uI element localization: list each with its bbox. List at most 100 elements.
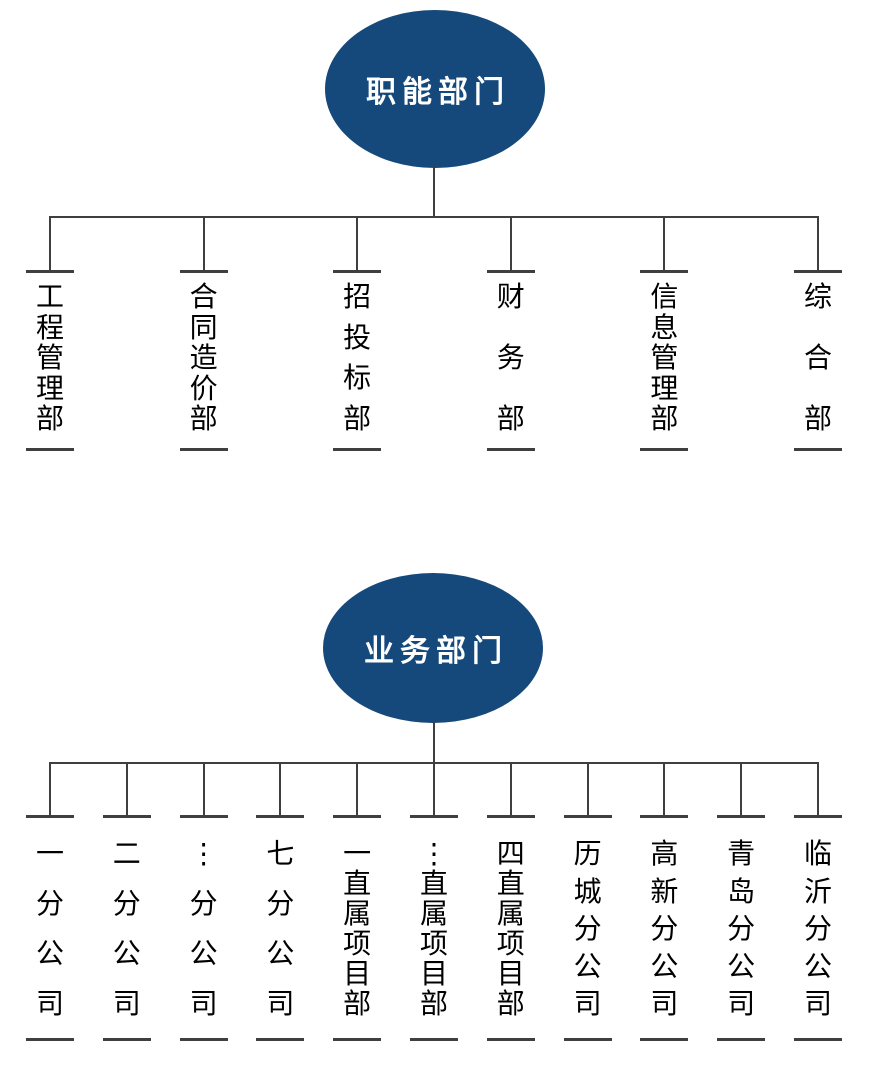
label-char: 司 [266,988,295,1019]
label-char: 理 [35,372,64,404]
bottom-tick [26,1038,74,1041]
label-char: 工 [35,281,64,312]
drop-line [356,216,359,270]
org-label: 二分公司 [113,840,141,1018]
org-label: 信息管理部 [650,283,678,433]
bottom-tick [486,448,535,451]
label-char: 高 [650,838,679,869]
bottom-tick [640,1038,689,1041]
bottom-tick [640,448,689,451]
top-tick [333,815,382,818]
label-char: 青 [727,838,756,869]
root-node-business-title: 业务部门 [364,635,508,668]
label-char: 分 [573,913,602,944]
org-node-branch-7: 七分公司 [256,762,305,1041]
label-char: 属 [343,898,372,929]
label-char: 目 [496,958,525,989]
drop-line [663,216,666,270]
label-char: 公 [803,950,832,982]
label-char: 分 [35,888,64,919]
bottom-tick [563,1038,612,1041]
drop-line [125,762,128,815]
functional-children-row: 工程管理部 合同造价部 招投标部 财务部 [26,216,842,451]
bottom-tick [793,448,842,451]
stem-line-functional [433,166,435,216]
drop-line [509,216,512,270]
drop-line [663,762,666,815]
org-label: 工程管理部 [36,283,64,433]
label-char: 公 [650,950,679,982]
label-char: 公 [266,938,295,969]
label-char: 部 [35,403,64,434]
drop-line [816,762,819,815]
top-tick [26,815,74,818]
label-char: 价 [189,372,218,404]
label-char: 四 [496,838,525,869]
drop-line [202,762,205,815]
label-char: 务 [496,342,525,373]
label-char: 部 [343,402,372,434]
top-tick [486,270,535,273]
bottom-tick [486,1038,535,1041]
label-char: 项 [419,928,448,959]
label-char: 招 [343,281,372,312]
label-char: 财 [496,281,525,312]
org-node-linyi: 临沂分公司 [793,762,842,1041]
label-char: 项 [496,928,525,959]
label-char: 部 [496,988,525,1019]
label-char: 沂 [803,875,832,907]
org-label: 历城分公司 [574,840,602,1018]
label-char: 直 [343,868,372,899]
label-char: 部 [496,403,525,434]
org-node-zhaotoubiao: 招投标部 [333,216,382,451]
top-tick [409,815,458,818]
org-node-xinxi: 信息管理部 [640,216,689,451]
top-tick [256,815,305,818]
org-node-qingdao: 青岛分公司 [717,762,766,1041]
top-tick [563,815,612,818]
org-label: 一分公司 [36,840,64,1018]
label-char: 属 [496,898,525,929]
org-label: 招投标部 [343,283,371,433]
label-char: 直 [496,868,525,899]
bottom-tick [793,1038,842,1041]
org-node-gaoxin: 高新分公司 [640,762,689,1041]
org-node-branch-1: 一分公司 [26,762,74,1041]
bottom-tick [179,1038,228,1041]
top-tick [640,815,689,818]
label-char: 一 [343,838,372,869]
org-label: 财务部 [497,283,525,433]
label-char: 司 [727,988,756,1019]
top-tick [486,815,535,818]
bottom-tick [333,448,382,451]
label-char: 分 [189,888,218,919]
label-char: 城 [573,875,602,907]
org-node-branch-ellipsis: ⋮分公司 [179,762,228,1041]
top-tick [179,270,228,273]
label-char: 息 [650,311,679,343]
label-char: 合 [803,342,832,373]
org-node-branch-2: 二分公司 [102,762,151,1041]
bottom-tick [409,1038,458,1041]
label-char: 新 [650,875,679,907]
org-label: 合同造价部 [190,283,218,433]
org-node-zonghe: 综合部 [793,216,842,451]
bottom-tick [717,1038,766,1041]
label-char: 一 [35,838,64,869]
label-char: 部 [803,403,832,434]
label-char: 司 [650,988,679,1019]
org-node-project-1: 一直属项目部 [333,762,382,1041]
label-char: 部 [419,988,448,1019]
drop-line [202,216,205,270]
label-char: 信 [650,281,679,312]
drop-line [586,762,589,815]
label-char: 目 [343,958,372,989]
label-char: 司 [573,988,602,1019]
root-node-functional: 职能部门 [325,10,545,168]
stem-line-business [433,721,435,762]
bottom-tick [333,1038,382,1041]
bottom-tick [26,448,74,451]
label-char: 同 [189,311,218,343]
org-node-licheng: 历城分公司 [563,762,612,1041]
